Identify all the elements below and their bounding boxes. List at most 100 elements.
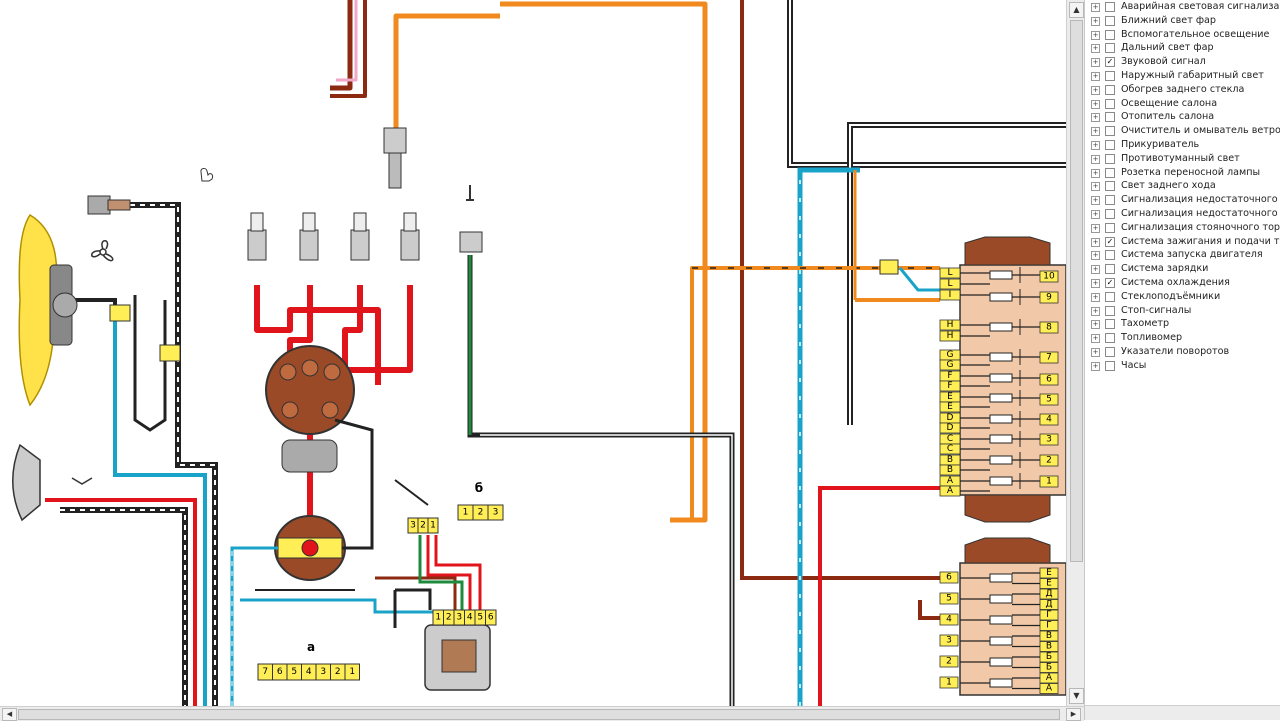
fuse-terminal-label: E <box>939 391 961 403</box>
switch-module <box>424 624 491 691</box>
expand-icon[interactable]: + <box>1091 154 1100 164</box>
system-checkbox[interactable] <box>1105 43 1115 54</box>
system-item[interactable]: +Стоп-сигналы <box>1085 304 1280 318</box>
system-item[interactable]: +Освещение салона <box>1085 97 1280 111</box>
scroll-down-icon[interactable]: ▼ <box>1069 688 1084 704</box>
expand-icon[interactable]: + <box>1091 182 1100 192</box>
system-checkbox[interactable] <box>1105 208 1115 219</box>
system-item[interactable]: +Стеклоподъёмники <box>1085 290 1280 304</box>
system-checkbox[interactable] <box>1105 167 1115 178</box>
expand-icon[interactable]: + <box>1091 58 1100 68</box>
system-checkbox[interactable] <box>1105 84 1115 95</box>
system-checkbox[interactable] <box>1105 181 1115 192</box>
expand-icon[interactable]: + <box>1091 127 1100 137</box>
system-item[interactable]: +Сигнализация недостаточного д <box>1085 193 1280 207</box>
expand-icon[interactable]: + <box>1091 237 1100 247</box>
system-checkbox[interactable] <box>1105 305 1115 316</box>
system-item[interactable]: +Ближний свет фар <box>1085 14 1280 28</box>
diagram-horizontal-scrollbar[interactable]: ◀ ▶ <box>0 706 1084 721</box>
expand-icon[interactable]: + <box>1091 85 1100 95</box>
horizontal-scroll-thumb[interactable] <box>18 709 1060 720</box>
system-item[interactable]: +Наружный габаритный свет <box>1085 69 1280 83</box>
system-checkbox[interactable] <box>1105 360 1115 371</box>
system-checkbox[interactable]: ✓ <box>1105 57 1115 68</box>
expand-icon[interactable]: + <box>1091 347 1100 357</box>
system-checkbox[interactable] <box>1105 153 1115 164</box>
system-checkbox[interactable] <box>1105 319 1115 330</box>
system-checkbox[interactable] <box>1105 126 1115 137</box>
expand-icon[interactable]: + <box>1091 168 1100 178</box>
system-item[interactable]: +✓Система зажигания и подачи то <box>1085 235 1280 249</box>
scroll-up-icon[interactable]: ▲ <box>1069 2 1084 18</box>
vertical-scroll-thumb[interactable] <box>1070 20 1083 562</box>
expand-icon[interactable]: + <box>1091 292 1100 302</box>
expand-icon[interactable]: + <box>1091 30 1100 40</box>
system-checkbox[interactable] <box>1105 264 1115 275</box>
system-item[interactable]: +Система запуска двигателя <box>1085 248 1280 262</box>
system-checkbox[interactable] <box>1105 195 1115 206</box>
diagram-vertical-scrollbar[interactable]: ▲ ▼ <box>1066 0 1085 706</box>
fuse <box>989 370 1040 386</box>
system-item[interactable]: +Вспомогательное освещение <box>1085 28 1280 42</box>
system-item[interactable]: +Обогрев заднего стекла <box>1085 83 1280 97</box>
expand-icon[interactable]: + <box>1091 334 1100 344</box>
expand-icon[interactable]: + <box>1091 251 1100 261</box>
spark-plug-4 <box>400 212 420 261</box>
system-checkbox[interactable] <box>1105 333 1115 344</box>
expand-icon[interactable]: + <box>1091 44 1100 54</box>
svg-text:А: А <box>1046 684 1053 694</box>
expand-icon[interactable]: + <box>1091 99 1100 109</box>
expand-icon[interactable]: + <box>1091 361 1100 371</box>
system-checkbox[interactable]: ✓ <box>1105 236 1115 247</box>
system-item[interactable]: +Система зарядки <box>1085 262 1280 276</box>
fuse-number-label: 7 <box>1039 351 1059 364</box>
system-item[interactable]: +Дальний свет фар <box>1085 41 1280 55</box>
system-item[interactable]: +✓Система охлаждения <box>1085 276 1280 290</box>
svg-text:E: E <box>947 392 953 402</box>
expand-icon[interactable]: + <box>1091 320 1100 330</box>
system-checkbox[interactable] <box>1105 291 1115 302</box>
system-item[interactable]: +✓Звуковой сигнал <box>1085 55 1280 69</box>
system-item[interactable]: +Часы <box>1085 359 1280 373</box>
system-item[interactable]: +Топливомер <box>1085 331 1280 345</box>
system-checkbox[interactable] <box>1105 112 1115 123</box>
expand-icon[interactable]: + <box>1091 278 1100 288</box>
system-checkbox[interactable] <box>1105 250 1115 261</box>
system-checkbox[interactable] <box>1105 2 1115 12</box>
system-checkbox[interactable] <box>1105 139 1115 150</box>
panel-horizontal-scrollbar[interactable] <box>1085 705 1280 720</box>
system-item[interactable]: +Прикуриватель <box>1085 138 1280 152</box>
system-item[interactable]: +Аварийная световая сигнализа <box>1085 0 1280 14</box>
svg-text:1: 1 <box>946 678 952 688</box>
system-checkbox[interactable] <box>1105 222 1115 233</box>
system-checkbox[interactable] <box>1105 98 1115 109</box>
expand-icon[interactable]: + <box>1091 140 1100 150</box>
system-item[interactable]: +Отопитель салона <box>1085 110 1280 124</box>
system-item[interactable]: +Сигнализация недостаточного <box>1085 207 1280 221</box>
expand-icon[interactable]: + <box>1091 16 1100 26</box>
expand-icon[interactable]: + <box>1091 223 1100 233</box>
system-checkbox[interactable] <box>1105 29 1115 40</box>
expand-icon[interactable]: + <box>1091 3 1100 12</box>
expand-icon[interactable]: + <box>1091 71 1100 81</box>
system-item[interactable]: +Свет заднего хода <box>1085 179 1280 193</box>
system-item[interactable]: +Тахометр <box>1085 317 1280 331</box>
system-checkbox[interactable]: ✓ <box>1105 277 1115 288</box>
system-checkbox[interactable] <box>1105 70 1115 81</box>
expand-icon[interactable]: + <box>1091 209 1100 219</box>
svg-text:4: 4 <box>946 615 952 625</box>
expand-icon[interactable]: + <box>1091 196 1100 206</box>
expand-icon[interactable]: + <box>1091 306 1100 316</box>
system-checkbox[interactable] <box>1105 346 1115 357</box>
expand-icon[interactable]: + <box>1091 113 1100 123</box>
system-item[interactable]: +Сигнализация стояночного торм <box>1085 221 1280 235</box>
expand-icon[interactable]: + <box>1091 265 1100 275</box>
scroll-right-icon[interactable]: ▶ <box>1066 708 1081 721</box>
scroll-left-icon[interactable]: ◀ <box>2 708 17 721</box>
system-item[interactable]: +Противотуманный свет <box>1085 152 1280 166</box>
system-item[interactable]: +Очиститель и омыватель ветров <box>1085 124 1280 138</box>
system-checkbox[interactable] <box>1105 15 1115 26</box>
system-item[interactable]: +Розетка переносной лампы <box>1085 166 1280 180</box>
system-item[interactable]: +Указатели поворотов <box>1085 345 1280 359</box>
